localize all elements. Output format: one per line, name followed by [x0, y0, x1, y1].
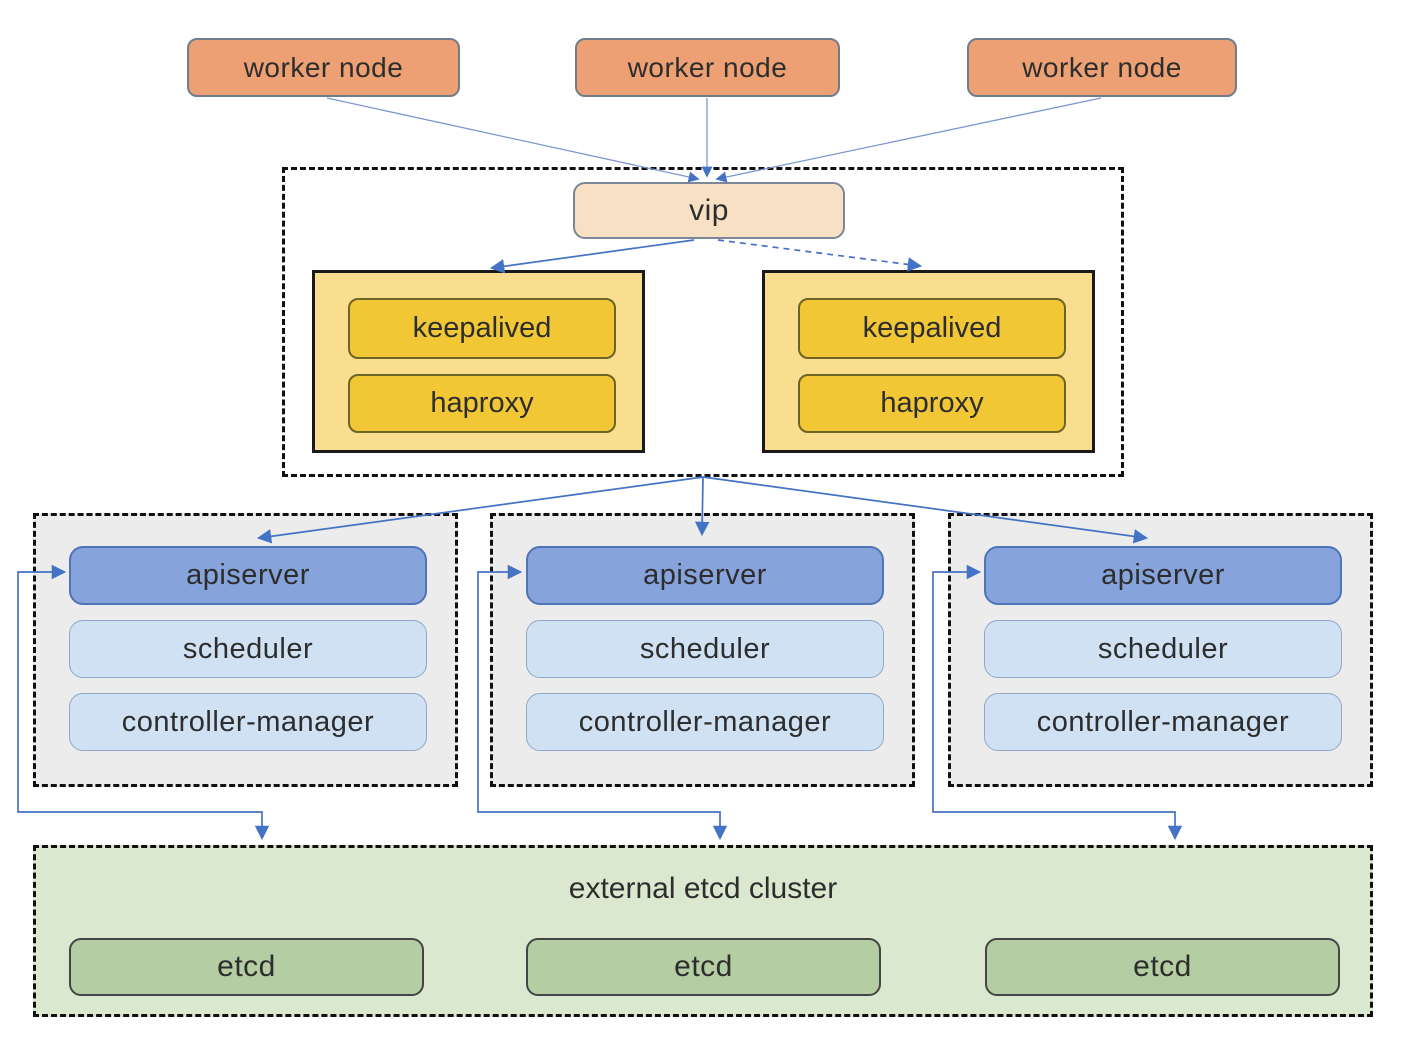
etcd-2-box: etcd [526, 938, 881, 996]
lb-node-2-container: keepalived haproxy [762, 270, 1095, 453]
haproxy-1-box: haproxy [348, 374, 616, 433]
controller-manager-2-box: controller-manager [526, 693, 884, 751]
scheduler-2-box: scheduler [526, 620, 884, 678]
etcd-1-box: etcd [69, 938, 424, 996]
haproxy-2-box: haproxy [798, 374, 1066, 433]
master-group-3-container: apiserver scheduler controller-manager [948, 513, 1373, 787]
master-group-1-container: apiserver scheduler controller-manager [33, 513, 458, 787]
apiserver-3-box: apiserver [984, 546, 1342, 605]
worker-node-3: worker node [967, 38, 1237, 97]
master-group-2-container: apiserver scheduler controller-manager [490, 513, 915, 787]
keepalived-2-box: keepalived [798, 298, 1066, 359]
apiserver-1-box: apiserver [69, 546, 427, 605]
vip-box: vip [573, 182, 845, 239]
worker-node-2: worker node [575, 38, 840, 97]
etcd-cluster-title: external etcd cluster [568, 872, 838, 905]
etcd-cluster-container: external etcd cluster etcd etcd etcd [33, 845, 1373, 1017]
keepalived-1-box: keepalived [348, 298, 616, 359]
controller-manager-1-box: controller-manager [69, 693, 427, 751]
scheduler-1-box: scheduler [69, 620, 427, 678]
lb-node-1-container: keepalived haproxy [312, 270, 645, 453]
worker-node-1: worker node [187, 38, 460, 97]
apiserver-2-box: apiserver [526, 546, 884, 605]
etcd-3-box: etcd [985, 938, 1340, 996]
controller-manager-3-box: controller-manager [984, 693, 1342, 751]
scheduler-3-box: scheduler [984, 620, 1342, 678]
